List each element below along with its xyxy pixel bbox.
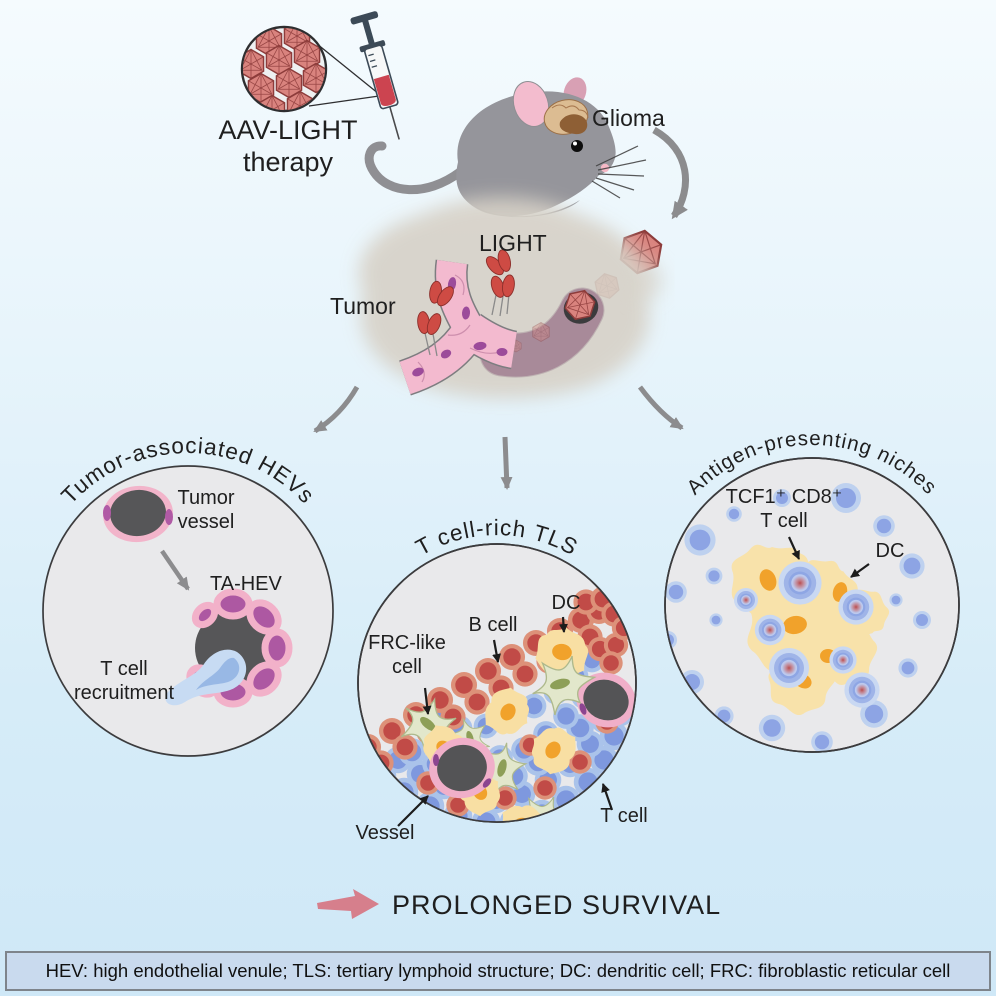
tls-cell-collage xyxy=(358,586,636,822)
survival-arrow-icon xyxy=(317,889,379,919)
tumor-illustration xyxy=(358,197,664,399)
frc-like-cell-label: FRC-like cell xyxy=(368,632,446,678)
ta-hev-label: TA-HEV xyxy=(210,573,282,595)
tls-t-cell-label: T cell xyxy=(600,805,648,827)
hev-panel: Tumor-associated HEVs xyxy=(42,433,334,757)
tls-panel: T cell-rich TLS xyxy=(357,515,637,827)
apn-panel: Antigen-presenting niches xyxy=(664,427,960,753)
frc-pointer-arrow xyxy=(422,687,432,715)
prolonged-survival-label: PROLONGED SURVIVAL xyxy=(392,890,722,920)
tumor-vessel-illustration xyxy=(103,485,173,543)
arrow-to-apn-panel xyxy=(637,385,684,431)
mouse-tail xyxy=(364,141,465,195)
apn-dc-pointer-arrow xyxy=(850,563,870,578)
mouse-near-ear xyxy=(512,81,550,127)
tcf1-pointer-arrow xyxy=(787,536,801,560)
apn-cell-collage xyxy=(665,483,931,752)
glioma-to-aav-arrow xyxy=(652,126,689,220)
arrow-to-tls-panel xyxy=(500,436,513,490)
apn-dc-label: DC xyxy=(875,540,905,562)
ta-hev-illustration xyxy=(165,588,293,708)
glioma-on-brain xyxy=(543,99,589,135)
tcell-pointer-arrow xyxy=(601,783,614,811)
tumor-label: Tumor xyxy=(330,293,396,319)
tls-dc-label: DC xyxy=(551,592,581,614)
dc-pointer-arrow xyxy=(558,616,568,633)
vessel-pointer-arrow xyxy=(397,795,429,827)
abbreviation-legend: HEV: high endothelial venule; TLS: terti… xyxy=(5,951,991,991)
vessel-to-tahev-arrow xyxy=(160,549,190,591)
mouse-illustration xyxy=(364,77,647,218)
arrow-to-hev-panel xyxy=(313,385,360,434)
tls-vessel-label: Vessel xyxy=(355,822,415,844)
t-cell-recruitment-label: T cell recruitment xyxy=(73,658,175,704)
tumor-vessel-label: Tumor vessel xyxy=(177,487,235,533)
bcell-pointer-arrow xyxy=(492,639,501,663)
aav-light-therapy-label: AAV-LIGHT therapy xyxy=(218,115,358,177)
tls-vessels xyxy=(429,672,636,799)
aav-magnifier-illustration xyxy=(240,25,380,113)
glioma-label: Glioma xyxy=(592,105,665,131)
light-proteins xyxy=(413,245,519,357)
vessel-pink xyxy=(398,259,518,396)
tcf1-cd8-t-cell-label: TCF1⁺ CD8⁺ T cell xyxy=(725,486,843,532)
light-label: LIGHT xyxy=(479,230,547,256)
syringe-icon xyxy=(350,11,400,140)
b-cell-label: B cell xyxy=(468,614,518,636)
mouse-whiskers xyxy=(591,145,647,199)
